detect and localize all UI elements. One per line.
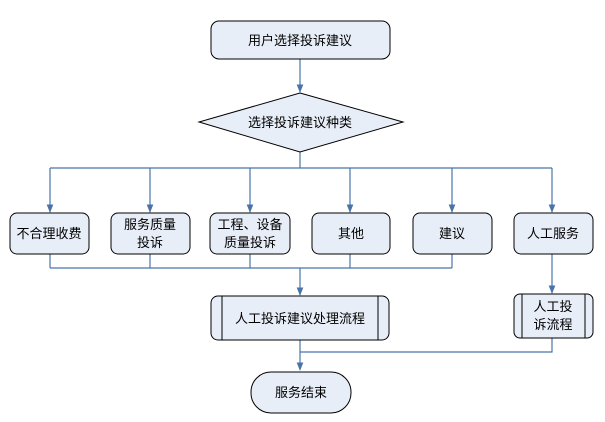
category-2-label-line-1: 服务质量 <box>124 217 176 233</box>
start-node-label: 用户选择投诉建议 <box>248 33 352 49</box>
process-main-label: 人工投诉建议处理流程 <box>235 311 365 327</box>
category-node-3: 工程、设备 质量投诉 <box>209 212 291 255</box>
category-6-label: 人工服务 <box>527 226 579 242</box>
category-3-label-line-1: 工程、设备 <box>217 217 282 233</box>
connectors <box>46 59 556 371</box>
category-node-6: 人工服务 <box>513 212 594 255</box>
start-node: 用户选择投诉建议 <box>210 20 391 60</box>
category-node-1: 不合理收费 <box>9 212 90 255</box>
category-4-label: 其他 <box>338 227 364 242</box>
category-2-label-line-2: 投诉 <box>137 235 163 251</box>
decision-node: 选择投诉建议种类 <box>197 92 405 153</box>
category-node-4: 其他 <box>311 212 391 255</box>
process-main-node: 人工投诉建议处理流程 <box>210 295 390 341</box>
category-node-2: 服务质量 投诉 <box>110 212 191 255</box>
process-manual-label-line-2: 诉流程 <box>533 318 572 333</box>
process-manual-label-line-1: 人工投 <box>533 299 572 315</box>
end-node-label: 服务结束 <box>275 385 327 401</box>
end-node: 服务结束 <box>250 371 352 414</box>
category-5-label: 建议 <box>439 227 465 242</box>
decision-node-label: 选择投诉建议种类 <box>248 115 352 131</box>
process-manual-node: 人工投 诉流程 <box>513 293 594 339</box>
category-3-label-line-2: 质量投诉 <box>224 235 276 251</box>
edge-manual-process-to-end <box>300 338 553 353</box>
category-node-5: 建议 <box>412 212 493 255</box>
category-1-label: 不合理收费 <box>16 227 81 242</box>
